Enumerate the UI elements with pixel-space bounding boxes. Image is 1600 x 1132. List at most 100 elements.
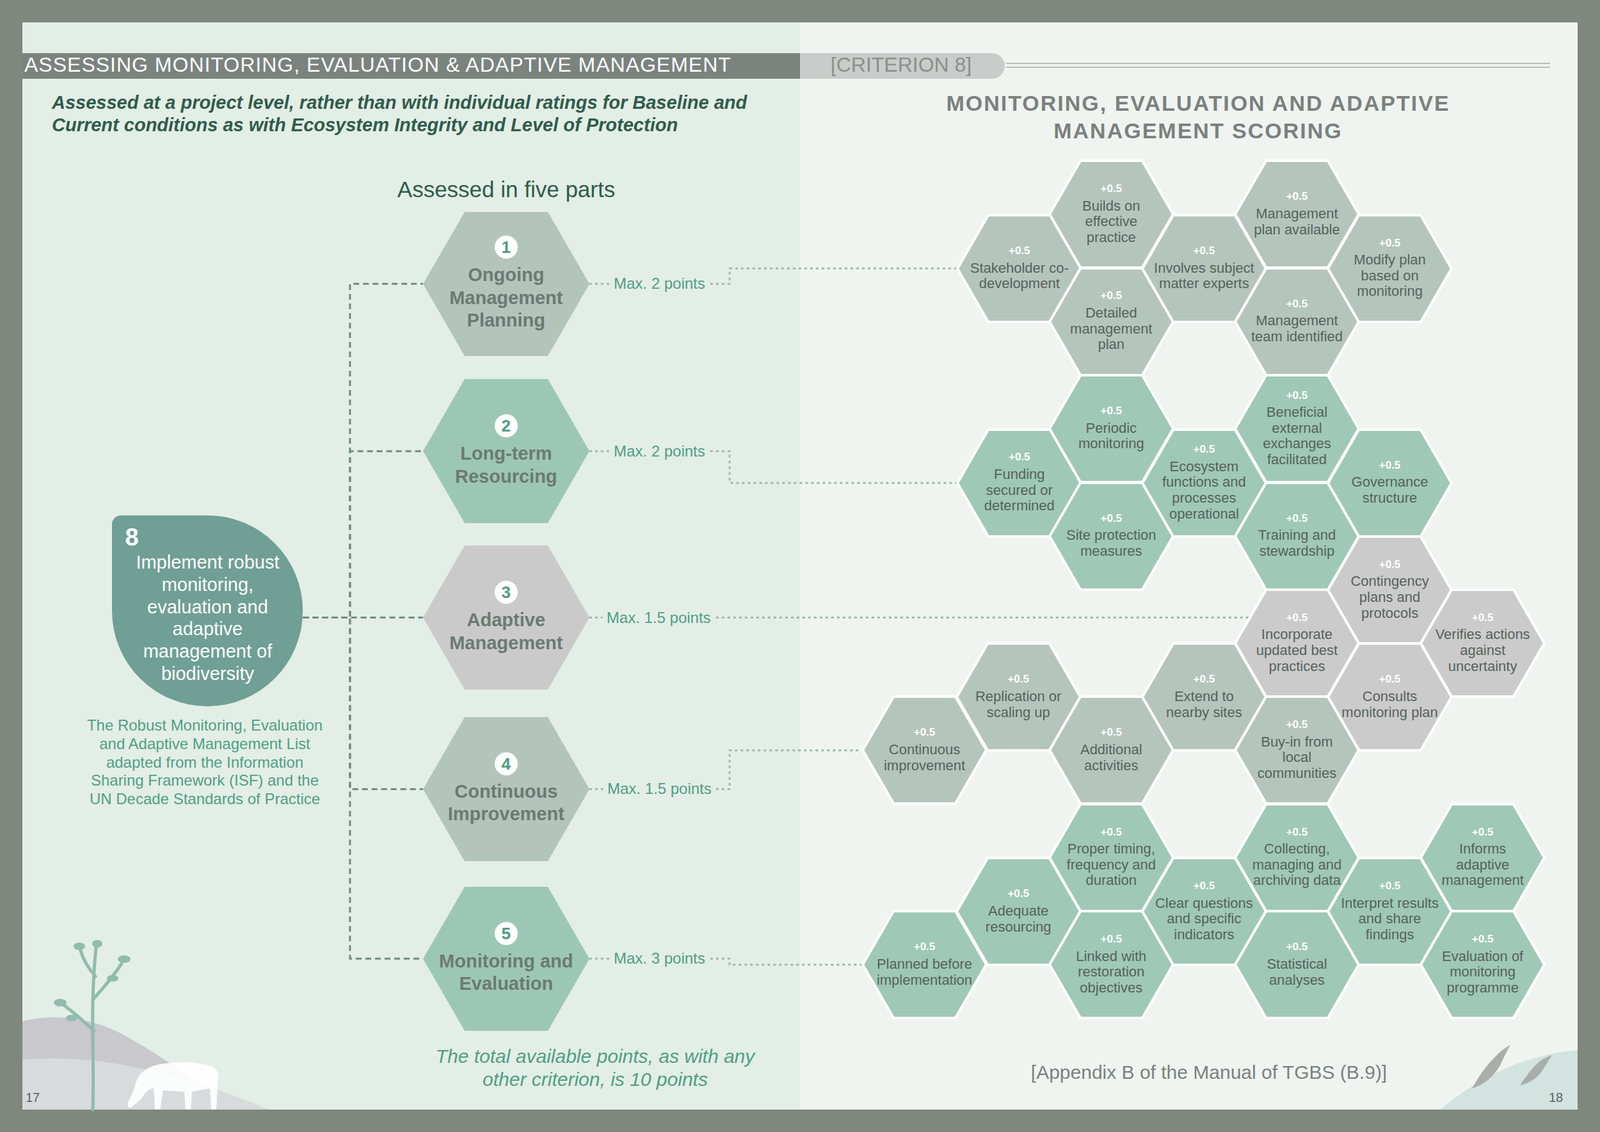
score-value: +0.5 (913, 940, 936, 953)
score-value: +0.5 (1286, 940, 1309, 953)
score-hexagon: +0.5Evaluation of monitoring programme (1420, 910, 1545, 1018)
bird (1472, 1044, 1511, 1088)
score-item: Modify plan based on monitoring (1338, 252, 1442, 300)
score-value: +0.5 (1472, 826, 1494, 839)
criterion-drop: 8Implement robust monitoring, evaluation… (112, 515, 303, 706)
source-note: The Robust Monitoring, Evaluation and Ad… (85, 716, 326, 809)
score-item: Informs adaptive management (1431, 840, 1535, 889)
score-item: Verifies actions against uncertainty (1431, 626, 1535, 674)
hexagon-outline (1328, 429, 1452, 537)
points-label: Max. 3 points (609, 948, 710, 968)
part-number: 1 (494, 235, 518, 259)
corner-wave (1440, 1049, 1578, 1110)
score-hexagon: +0.5Buy-in from local communities (1235, 696, 1359, 804)
tree-connector (303, 616, 424, 619)
part-hexagon: 2Long-term Resourcing (423, 378, 590, 523)
rule-line (1006, 62, 1551, 64)
score-item: Management team identified (1245, 312, 1348, 345)
hexagon-outline (1328, 215, 1452, 322)
hill (22, 1057, 269, 1110)
score-value: +0.5 (1472, 933, 1494, 946)
part-name: Monitoring and Evaluation (435, 949, 577, 996)
score-value: +0.5 (913, 726, 936, 739)
score-item: Buy-in from local communities (1245, 734, 1348, 782)
part-name: Ongoing Management Planning (435, 263, 577, 332)
score-item: Interpret results and share findings (1338, 895, 1442, 943)
score-value: +0.5 (1007, 673, 1030, 686)
score-value: +0.5 (1100, 289, 1123, 303)
page-title: ASSESSING MONITORING, EVALUATION & ADAPT… (24, 52, 732, 77)
score-item: Funding secured or determined (968, 466, 1071, 514)
left-panel (22, 22, 800, 1110)
title-band (22, 53, 800, 79)
score-value: +0.5 (1193, 880, 1216, 893)
appendix-reference: [Appendix B of the Manual of TGBS (B.9)] (946, 1060, 1472, 1084)
total-note: The total available points, as with any … (428, 1044, 762, 1091)
score-value: +0.5 (1379, 558, 1401, 571)
rule-line (1006, 66, 1551, 68)
score-item: Management plan available (1245, 206, 1348, 238)
criterion-tag: [CRITERION 8] (798, 52, 1004, 77)
tree-connector (303, 283, 424, 617)
score-item: Additional activities (1059, 741, 1163, 774)
score-hexagon: +0.5Informs adaptive management (1420, 803, 1545, 911)
score-value: +0.5 (1286, 718, 1309, 731)
drop-outline (112, 515, 303, 706)
tree-connector (303, 617, 424, 790)
score-item: Detailed management plan (1059, 305, 1163, 353)
score-value: +0.5 (1193, 443, 1216, 456)
score-item: Governance structure (1338, 474, 1442, 506)
score-item: Statistical analyses (1245, 956, 1348, 988)
score-value: +0.5 (1100, 512, 1123, 525)
scoring-heading: MONITORING, EVALUATION AND ADAPTIVE MANA… (945, 89, 1451, 144)
tree-illustration (64, 947, 122, 1110)
score-value: +0.5 (1286, 298, 1309, 311)
score-item: Planned before implementation (873, 956, 976, 988)
score-item: Clear questions and specific indicators (1152, 895, 1256, 943)
score-value: +0.5 (1193, 245, 1216, 258)
score-item: Incorporate updated best practices (1245, 626, 1348, 674)
score-item: Consults monitoring plan (1338, 688, 1442, 720)
part-hexagon: 1Ongoing Management Planning (423, 211, 590, 356)
part-number: 2 (494, 414, 518, 438)
score-item: Periodic monitoring (1059, 420, 1163, 452)
score-value: +0.5 (1008, 245, 1031, 258)
score-value: +0.5 (1100, 405, 1123, 418)
part-number: 8 (124, 524, 139, 552)
score-value: +0.5 (1379, 673, 1401, 686)
score-item: Evaluation of monitoring programme (1431, 948, 1535, 996)
score-item: Proper timing, frequency and duration (1059, 840, 1163, 889)
score-item: Adequate resourcing (967, 903, 1070, 935)
section-heading: Assessed in five parts (307, 176, 705, 203)
score-value: +0.5 (1472, 611, 1494, 624)
hexagon-outline (1420, 589, 1545, 697)
score-value: +0.5 (1100, 726, 1123, 739)
criterion-text: Implement robust monitoring, evaluation … (123, 551, 292, 685)
hexagon-outline (423, 545, 590, 690)
score-item: Replication or scaling up (967, 688, 1070, 720)
points-label: Max. 1.5 points (603, 778, 716, 799)
hexagon-outline (1420, 910, 1545, 1018)
score-item: Involves subject matter experts (1152, 260, 1256, 292)
tree-connector (303, 451, 424, 618)
part-name: Long-term Resourcing (435, 442, 577, 488)
score-item: Linked with restoration objectives (1059, 948, 1163, 996)
score-item: Extend to nearby sites (1152, 688, 1256, 720)
page-number: 17 (25, 1089, 64, 1105)
score-value: +0.5 (1379, 880, 1401, 893)
hexagon-outline (423, 886, 590, 1031)
hexagon-outline (423, 211, 590, 356)
score-value: +0.5 (1286, 826, 1309, 839)
bird (1520, 1054, 1552, 1085)
score-item: Builds on effective practice (1059, 198, 1163, 246)
score-value: +0.5 (1100, 183, 1123, 196)
score-item: Contingency plans and protocols (1338, 573, 1442, 621)
score-item: Site protection measures (1059, 527, 1163, 559)
score-item: Stakeholder co-development (968, 260, 1071, 292)
score-value: +0.5 (1286, 190, 1309, 203)
part-hexagon: 3Adaptive Management (423, 545, 590, 690)
score-value: +0.5 (1008, 451, 1031, 464)
tree-leaves (53, 939, 131, 1021)
points-label: Max. 1.5 points (602, 608, 715, 628)
